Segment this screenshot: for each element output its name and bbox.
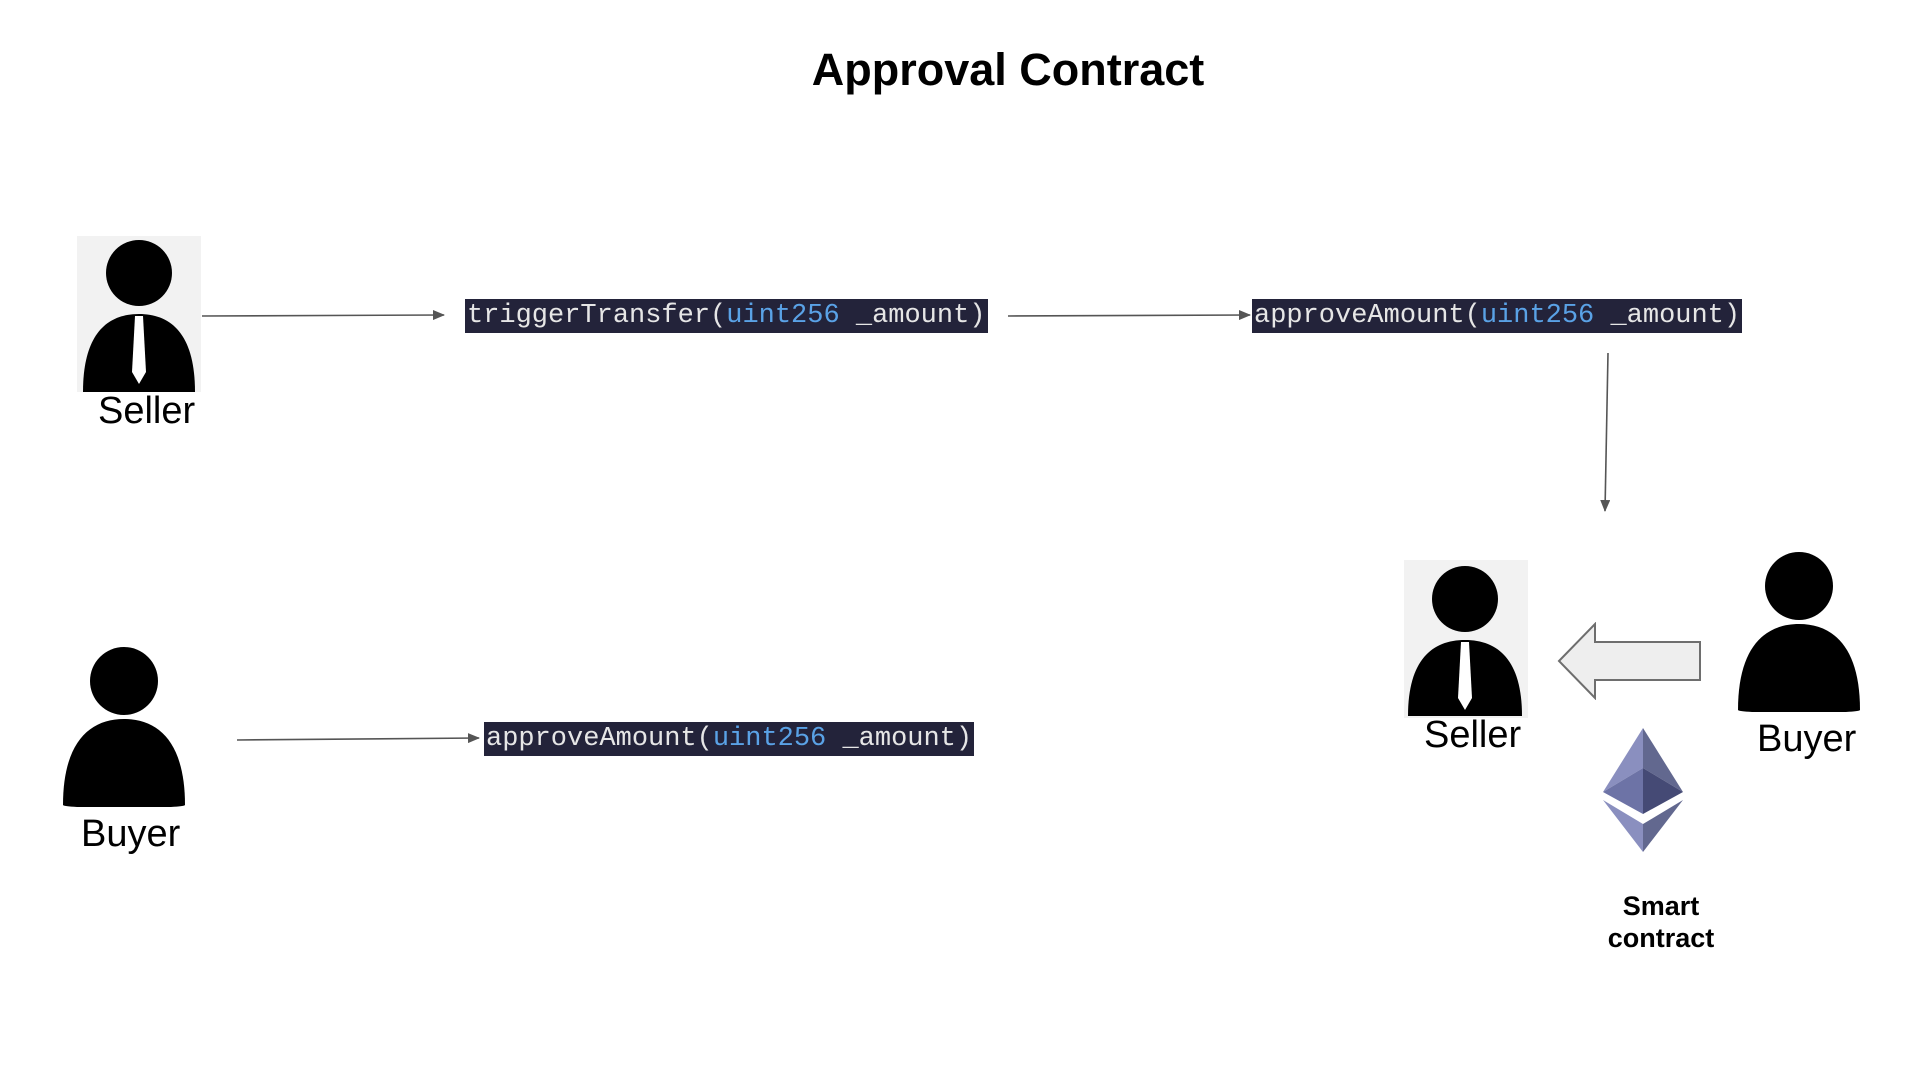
- buyer-person-icon-right: [1736, 550, 1862, 717]
- arrow-seller-to-trigger: [201, 310, 445, 321]
- fn-name: approveAmount(: [486, 724, 713, 754]
- buyer-label-right: Buyer: [1757, 718, 1857, 760]
- param-name: _amount): [826, 724, 973, 754]
- trigger-transfer-call: triggerTransfer(uint256 _amount): [465, 299, 988, 333]
- fn-name: approveAmount(: [1254, 301, 1481, 331]
- seller-label-top: Seller: [98, 390, 196, 432]
- approve-amount-call-top: approveAmount(uint256 _amount): [1252, 299, 1743, 333]
- left-block-arrow-icon: [1557, 621, 1703, 705]
- buyer-person-icon-left: [61, 647, 187, 812]
- param-type: uint256: [712, 724, 827, 754]
- smart-contract-label-line1: Smart: [1622, 891, 1700, 921]
- approve-amount-call-bottom: approveAmount(uint256 _amount): [484, 722, 975, 756]
- fn-name: triggerTransfer(: [467, 301, 727, 331]
- seller-businessman-icon-right: [1404, 560, 1528, 723]
- param-name: _amount): [1594, 301, 1741, 331]
- buyer-label-left: Buyer: [81, 813, 181, 855]
- param-type: uint256: [726, 301, 840, 331]
- arrow-buyer-to-approve: [236, 733, 480, 744]
- param-type: uint256: [1480, 301, 1595, 331]
- arrow-trigger-to-approve: [1007, 310, 1251, 321]
- smart-contract-label-line2: contract: [1607, 923, 1715, 953]
- smart-contract-label: Smart contract: [1583, 890, 1739, 954]
- seller-label-right: Seller: [1424, 714, 1522, 756]
- param-name: _amount): [839, 301, 986, 331]
- seller-businessman-icon: [77, 236, 201, 397]
- arrow-approve-down: [1600, 352, 1611, 512]
- ethereum-icon: [1603, 728, 1683, 857]
- diagram-title: Approval Contract: [811, 44, 1205, 95]
